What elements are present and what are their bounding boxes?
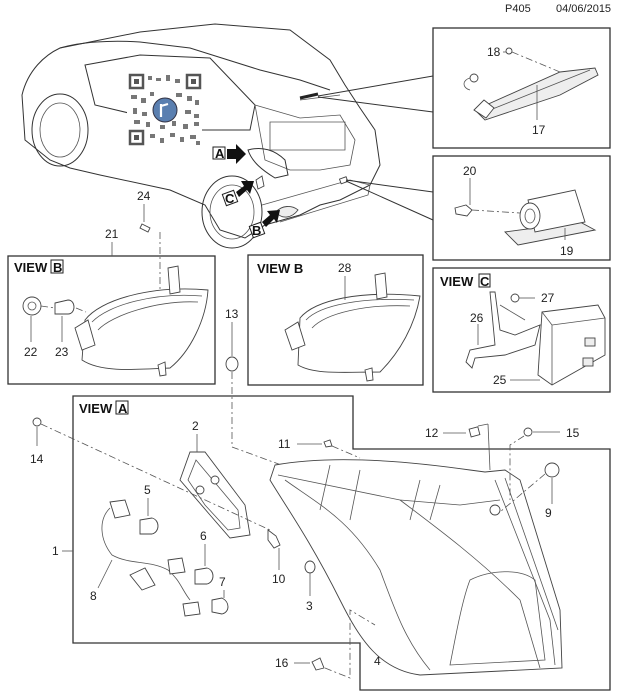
page-date: 04/06/2015 bbox=[556, 3, 612, 15]
view-marker-b: B bbox=[248, 210, 280, 239]
callout-9: 9 bbox=[545, 506, 552, 520]
callout-13: 13 bbox=[225, 307, 239, 321]
callout-15: 15 bbox=[566, 426, 580, 440]
callout-2: 2 bbox=[192, 419, 199, 433]
view-marker-c: C bbox=[221, 181, 254, 207]
svg-text:B: B bbox=[252, 223, 261, 238]
arrow-icon bbox=[262, 210, 280, 227]
callout-19: 19 bbox=[560, 244, 574, 258]
callout-5: 5 bbox=[144, 483, 151, 497]
svg-text:VIEW: VIEW bbox=[79, 401, 113, 416]
callout-1: 1 bbox=[52, 544, 59, 558]
arrow-icon bbox=[227, 144, 246, 164]
page-code: P405 bbox=[505, 3, 531, 15]
panel-view-c: VIEW C 27 26 25 bbox=[432, 267, 611, 393]
callout-20: 20 bbox=[463, 164, 477, 178]
svg-text:A: A bbox=[118, 401, 128, 416]
svg-text:C: C bbox=[225, 191, 235, 206]
svg-text:VIEW: VIEW bbox=[14, 260, 48, 275]
callout-11: 11 bbox=[278, 437, 291, 451]
panel-view-b-mid: VIEW B 28 bbox=[247, 254, 424, 386]
panel-view-b-left: VIEW B 22 23 bbox=[7, 255, 216, 385]
svg-text:A: A bbox=[215, 146, 225, 161]
callout-27: 27 bbox=[541, 291, 555, 305]
qr-watermark bbox=[127, 72, 202, 147]
panel-high-brake-lamp: 18 17 bbox=[432, 27, 611, 149]
callout-18: 18 bbox=[487, 45, 501, 59]
panel-licence-lamp: 20 19 bbox=[432, 155, 611, 261]
panel-view-a: VIEW A 2 8 5 6 7 10 3 bbox=[52, 395, 611, 691]
callout-17: 17 bbox=[532, 123, 546, 137]
callout-26: 26 bbox=[470, 311, 484, 325]
callout-8: 8 bbox=[90, 589, 97, 603]
svg-text:VIEW: VIEW bbox=[440, 274, 474, 289]
callout-14: 14 bbox=[30, 452, 44, 466]
callout-6: 6 bbox=[200, 529, 207, 543]
callout-24: 24 bbox=[137, 189, 151, 203]
callout-25: 25 bbox=[493, 373, 507, 387]
svg-text:B: B bbox=[53, 260, 62, 275]
callout-23: 23 bbox=[55, 345, 69, 359]
callout-28: 28 bbox=[338, 261, 352, 275]
callout-3: 3 bbox=[306, 599, 313, 613]
callout-16: 16 bbox=[275, 656, 289, 670]
callout-7: 7 bbox=[219, 575, 226, 589]
svg-text:C: C bbox=[480, 274, 490, 289]
callout-21: 21 bbox=[105, 227, 119, 241]
vehicle-illustration bbox=[21, 23, 381, 249]
callout-10: 10 bbox=[272, 572, 286, 586]
view-marker-a: A bbox=[212, 144, 246, 164]
callout-22: 22 bbox=[24, 345, 38, 359]
svg-text:VIEW B: VIEW B bbox=[257, 261, 303, 276]
arrow-icon bbox=[236, 181, 254, 197]
callout-12: 12 bbox=[425, 426, 439, 440]
callout-4: 4 bbox=[374, 654, 381, 668]
